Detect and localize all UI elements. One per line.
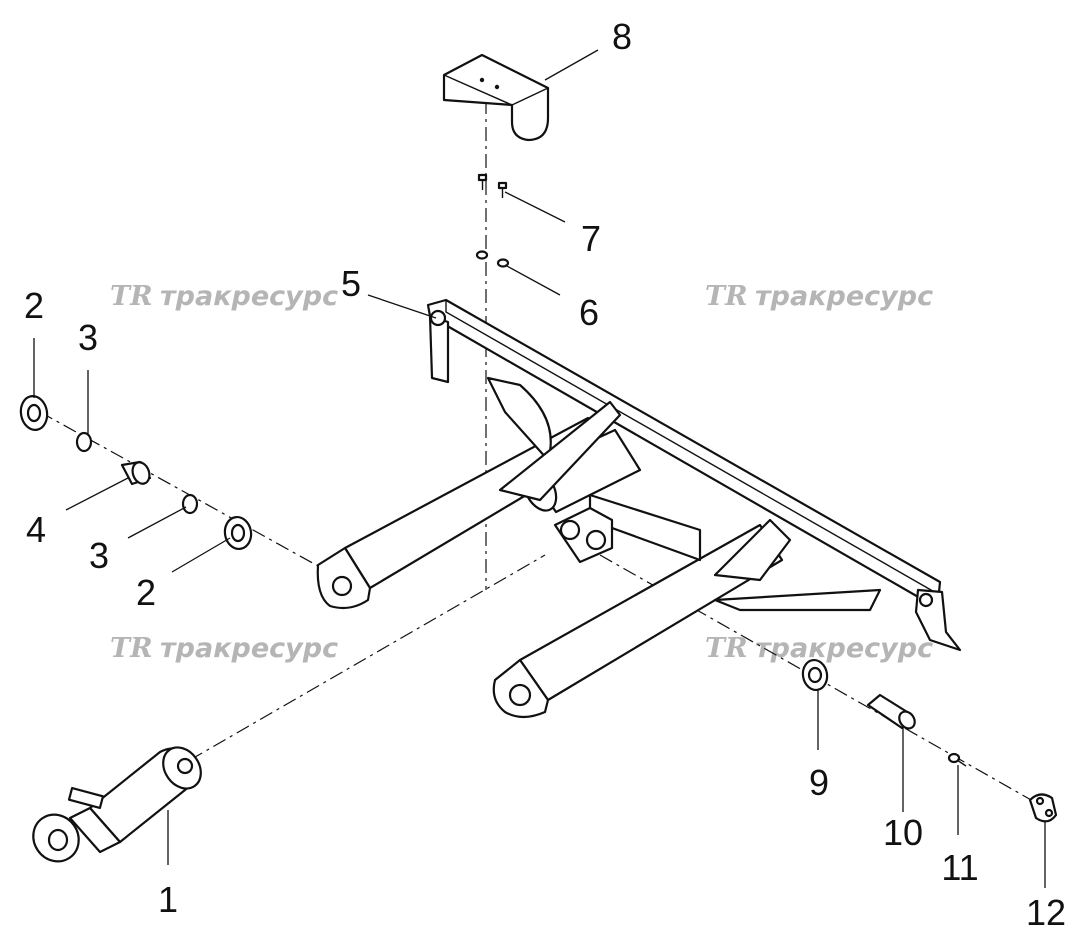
callout-2a: 2	[24, 285, 44, 326]
leader-8	[544, 49, 599, 81]
leader-3b	[127, 506, 187, 539]
leader-lines	[33, 49, 1046, 888]
callout-12: 12	[1026, 892, 1066, 933]
main-frame	[316, 298, 962, 719]
leader-4	[65, 477, 129, 511]
callout-6: 6	[579, 292, 599, 333]
retainer-plate	[1028, 793, 1058, 823]
o-ring-left-outer	[75, 431, 93, 453]
callout-2b: 2	[136, 572, 156, 613]
callout-4: 4	[26, 509, 46, 550]
guard-bracket	[442, 53, 550, 142]
washer-right	[801, 658, 829, 692]
callout-11: 11	[941, 847, 978, 888]
nuts	[475, 250, 510, 268]
bushing	[120, 460, 152, 486]
screw	[947, 752, 967, 767]
watermark-logo: TR	[110, 281, 153, 312]
watermark-logo: TR	[110, 633, 153, 664]
watermark-bottom-right: TR тракресурс	[705, 633, 933, 664]
callout-9: 9	[809, 762, 829, 803]
watermark-text: тракресурс	[755, 633, 933, 664]
callout-1: 1	[158, 879, 178, 920]
watermark-logo: TR	[705, 633, 748, 664]
callout-8: 8	[612, 16, 632, 57]
leader-2b	[171, 537, 231, 573]
watermark-text: тракресурс	[755, 281, 933, 312]
watermark-bottom-left: TR тракресурс	[110, 633, 338, 664]
watermark-text: тракресурс	[160, 633, 338, 664]
pin-axis-left	[39, 411, 319, 567]
pin	[866, 693, 916, 730]
watermark-top-right: TR тракресурс	[705, 281, 933, 312]
watermark-text: тракресурс	[160, 281, 338, 312]
o-ring-left-inner	[181, 493, 199, 515]
callout-5: 5	[341, 263, 361, 304]
callout-10: 10	[883, 812, 923, 853]
leader-6	[504, 264, 561, 296]
watermark-logo: TR	[705, 281, 748, 312]
callout-3a: 3	[78, 317, 98, 358]
washer-left-outer	[19, 395, 49, 431]
washer-left-inner	[223, 515, 253, 551]
leader-7	[504, 191, 566, 223]
callout-labels: 1 2 3 4 3 2 5 6 7 8 9 10 11 12	[24, 16, 1066, 933]
leader-5	[367, 294, 437, 319]
bolts	[477, 173, 508, 198]
hydraulic-cylinder	[32, 746, 202, 863]
callout-3b: 3	[89, 535, 109, 576]
watermark-top-left: TR тракресурс	[110, 281, 338, 312]
callout-7: 7	[581, 218, 601, 259]
